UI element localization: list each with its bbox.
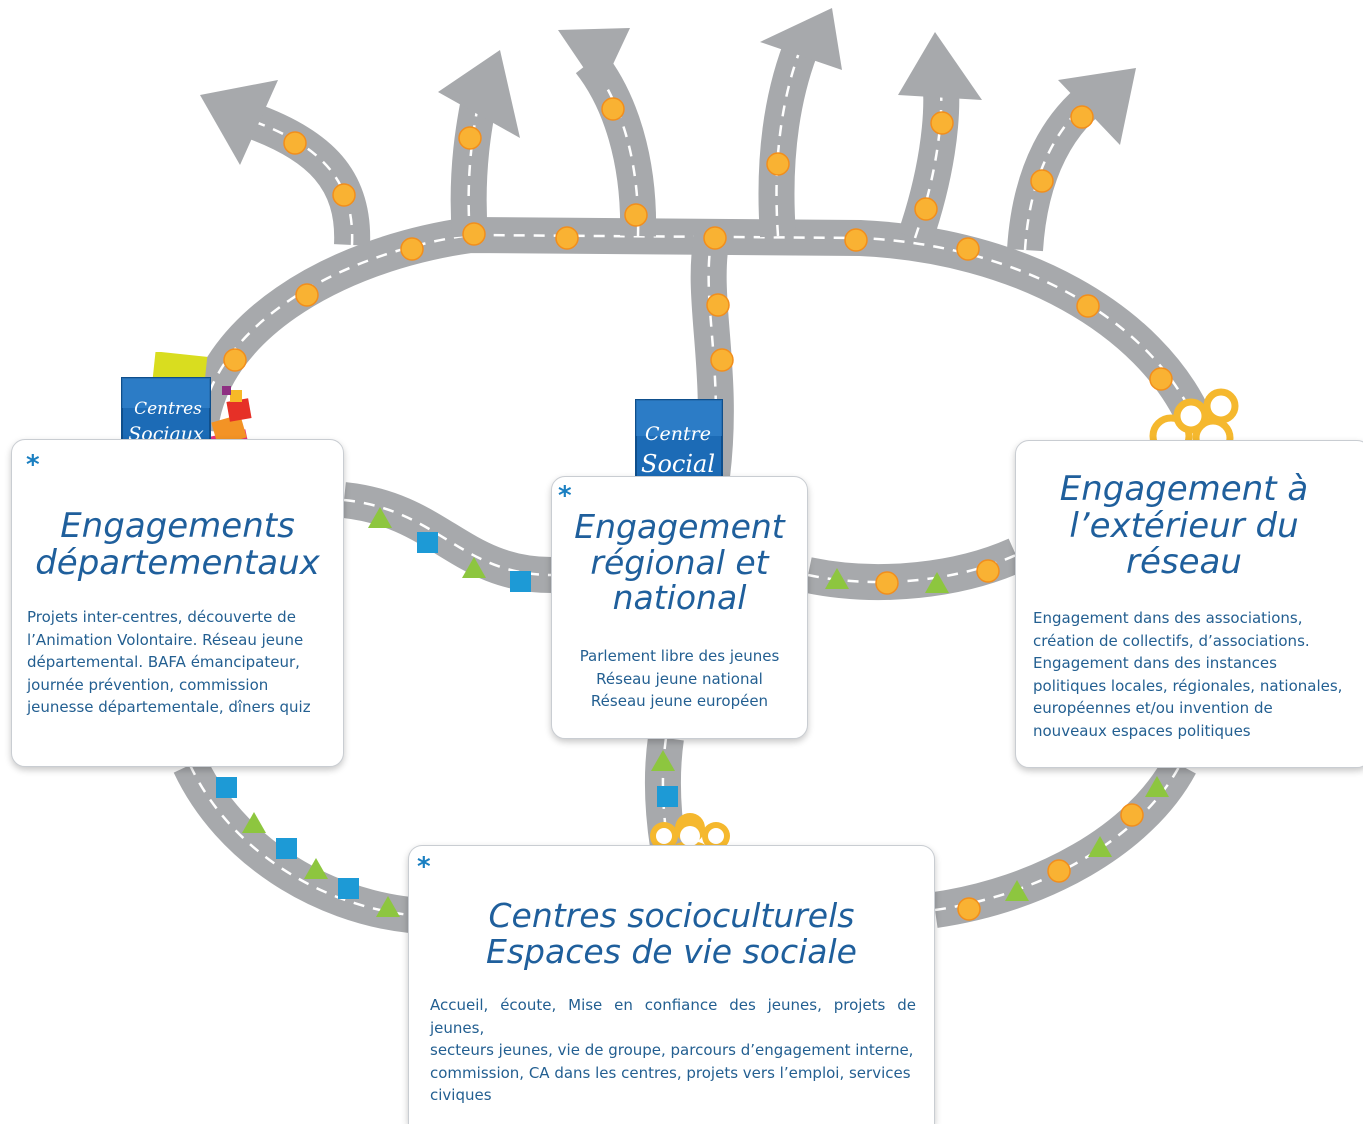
card-external-description: Engagement dans des associations, créati… xyxy=(1033,609,1343,740)
arrow-branch-4 xyxy=(760,8,842,70)
centres-sociaux-logo-line1: Centres xyxy=(134,399,202,419)
route-squares xyxy=(216,532,678,899)
centre-social-logo-line1: Centre xyxy=(645,423,711,445)
road-dep-to-reg xyxy=(341,482,553,593)
card-regional-national-engagement: * Engagement régional et national Parlem… xyxy=(551,476,808,739)
arrow-branch-3 xyxy=(558,28,630,92)
card-external-engagement: Engagement à l’extérieur du réseau Engag… xyxy=(1015,440,1363,768)
centre-social-logo-line2: Social xyxy=(641,450,715,478)
arrow-branch-2 xyxy=(438,50,520,138)
arrow-branch-5 xyxy=(898,32,982,100)
card-local-title: Centres socioculturels Espaces de vie so… xyxy=(486,896,857,971)
card-regional-title: Engagement régional et national xyxy=(574,507,785,618)
route-triangles xyxy=(242,507,1169,917)
arrow-branch-6 xyxy=(1058,68,1136,145)
card-regional-description: Parlement libre des jeunes Réseau jeune … xyxy=(579,647,780,710)
card-departmental-title: Engagements départementaux xyxy=(35,506,320,583)
card-regional-star: * xyxy=(558,481,572,511)
card-external-title: Engagement à l’extérieur du réseau xyxy=(1059,469,1309,583)
card-local-star: * xyxy=(417,852,431,882)
card-departmental-star: * xyxy=(26,450,40,480)
card-local-description: Accueil, écoute, Mise en confiance des j… xyxy=(430,996,916,1104)
card-departmental-description: Projets inter-centres, découverte de l’A… xyxy=(27,608,311,716)
card-departmental-engagements: * Engagements départementaux Projets int… xyxy=(11,439,344,767)
card-local-centres: * Centres socioculturels Espaces de vie … xyxy=(408,845,935,1124)
route-dots xyxy=(223,97,1173,921)
road-branch-4 xyxy=(758,43,817,238)
arrow-branch-1 xyxy=(200,80,278,165)
road-lower-right xyxy=(932,756,1196,928)
